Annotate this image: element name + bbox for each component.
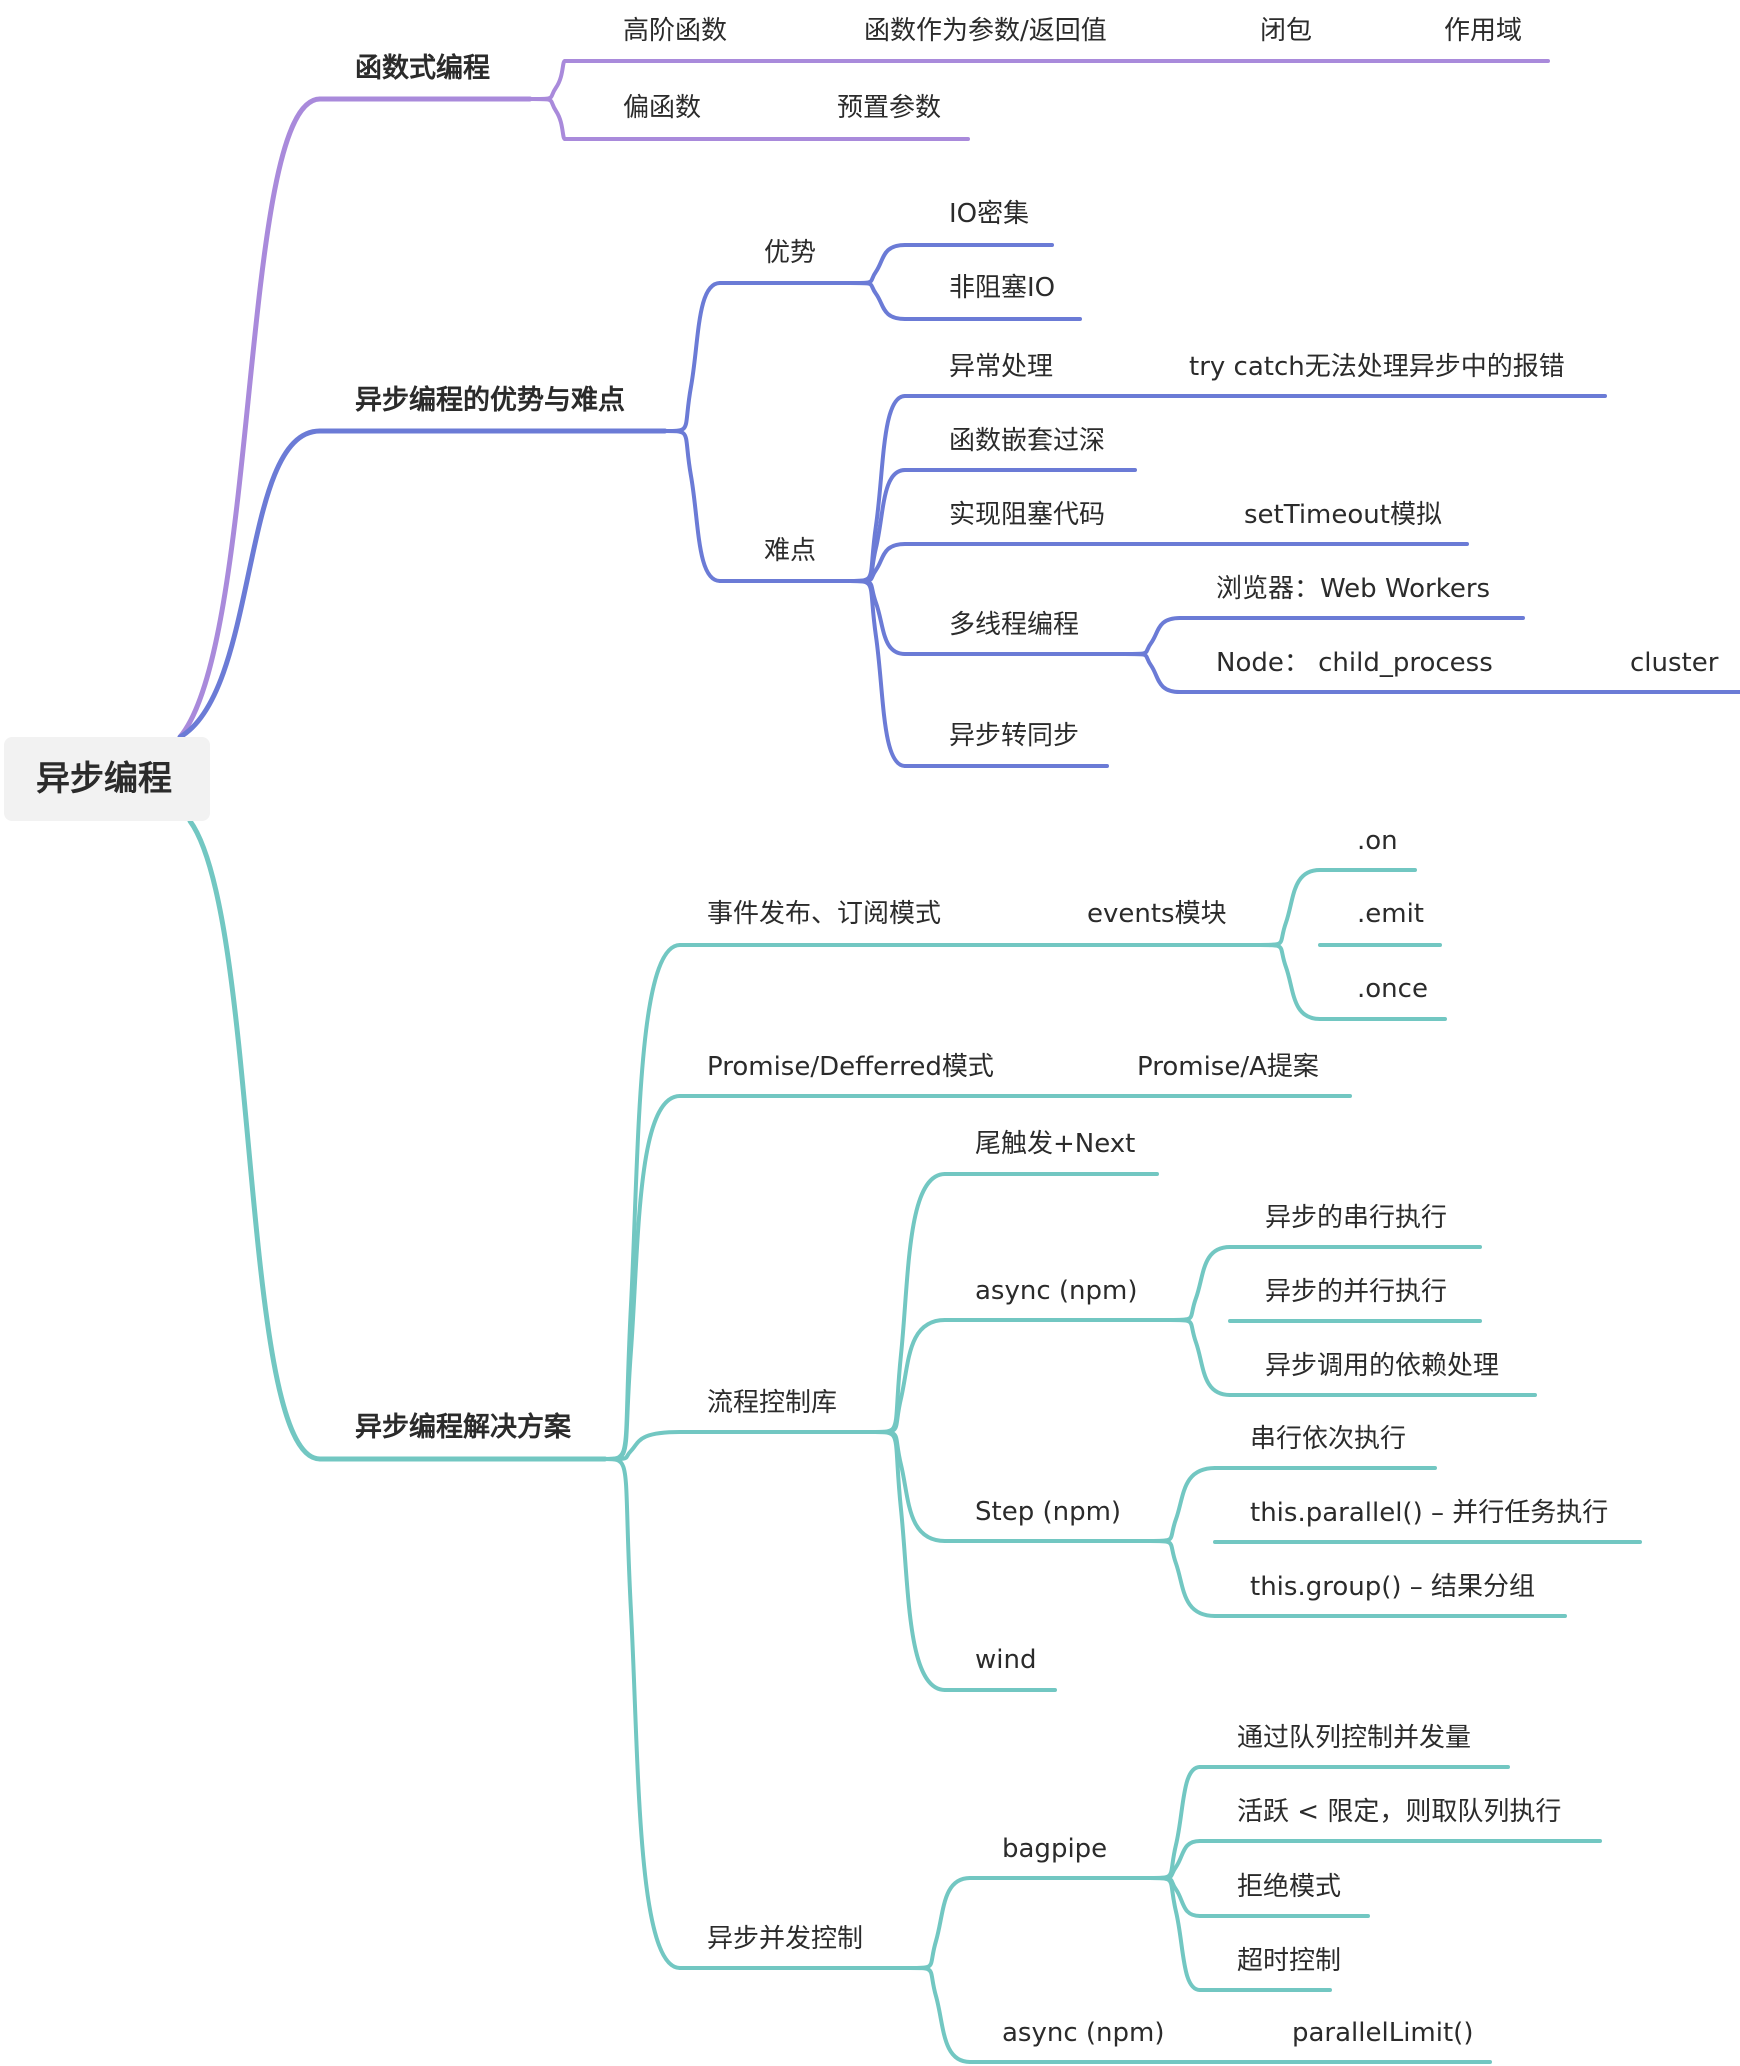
node-b2-2-0[interactable]: 尾触发+Next (975, 1129, 1136, 1159)
node-b1-1-2[interactable]: 实现阻塞代码 (949, 500, 1106, 530)
node-b0-0-0-0[interactable]: 闭包 (1260, 16, 1313, 46)
connector-b2-2-0 (873, 1172, 947, 1434)
node-b2-3-0-1[interactable]: 活跃 < 限定，则取队列执行 (1237, 1797, 1562, 1827)
node-b2-3-1-0[interactable]: parallelLimit() (1292, 2018, 1474, 2048)
node-b0-1-0[interactable]: 预置参数 (837, 93, 942, 123)
root-node[interactable] (4, 737, 210, 821)
connector-b2-2-1 (873, 1318, 947, 1434)
connector-root-branch-2 (187, 818, 323, 1462)
node-b2-3[interactable]: 异步并发控制 (707, 1924, 864, 1954)
connector-b2-2-2-2 (1148, 1539, 1217, 1618)
connector-b2-0 (603, 943, 682, 1461)
connector-b1-0-1 (848, 281, 907, 321)
node-b2-0-0-1[interactable]: .emit (1357, 899, 1425, 929)
connector-b1-1-3-1 (1123, 652, 1182, 694)
connector-b2-3-0 (908, 1876, 972, 1970)
connector-b1-1 (663, 429, 722, 583)
connector-b2-2-3 (873, 1430, 947, 1692)
node-b2[interactable]: 异步编程解决方案 (355, 1412, 571, 1443)
node-b1-1-3[interactable]: 多线程编程 (949, 610, 1080, 640)
connector-b2-0-0-0 (1258, 868, 1322, 947)
node-b2-2-1-1[interactable]: 异步的并行执行 (1265, 1277, 1448, 1307)
connector-b2-1 (603, 1094, 682, 1461)
node-b2-2-1-0[interactable]: 异步的串行执行 (1265, 1203, 1448, 1233)
connector-root-branch-0 (177, 96, 323, 740)
node-b2-0[interactable]: 事件发布、订阅模式 (707, 899, 942, 929)
node-b2-2-3[interactable]: wind (975, 1645, 1037, 1675)
node-b1-1[interactable]: 难点 (764, 536, 817, 566)
node-b1-1-0-0[interactable]: try catch无法处理异步中的报错 (1189, 352, 1565, 382)
node-b2-3-0-2[interactable]: 拒绝模式 (1237, 1872, 1342, 1902)
node-b0-0[interactable]: 高阶函数 (623, 16, 728, 46)
node-b1-0-1[interactable]: 非阻塞IO (949, 273, 1056, 303)
connector-b1-1-3-0 (1123, 616, 1182, 656)
node-b2-3-1[interactable]: async (npm) (1002, 2018, 1165, 2048)
node-b0-0-0-0-0[interactable]: 作用域 (1444, 16, 1523, 46)
node-b0-0-0[interactable]: 函数作为参数/返回值 (864, 16, 1107, 46)
connector-b2-3-1 (908, 1966, 972, 2064)
node-b2-1-0[interactable]: Promise/A提案 (1137, 1052, 1319, 1082)
connector-b1-0 (663, 281, 722, 433)
node-b0-1[interactable]: 偏函数 (623, 93, 702, 123)
connector-b0-0 (528, 59, 567, 101)
node-b1-1-0[interactable]: 异常处理 (949, 352, 1054, 382)
node-b2-2-2-1[interactable]: this.parallel() – 并行任务执行 (1250, 1498, 1609, 1528)
node-b2-2[interactable]: 流程控制库 (707, 1388, 838, 1418)
node-b1-0[interactable]: 优势 (764, 238, 817, 268)
node-b2-0-0-0[interactable]: .on (1357, 826, 1398, 856)
node-b1-1-2-0[interactable]: setTimeout模拟 (1244, 500, 1442, 530)
node-b1-1-3-0[interactable]: 浏览器：Web Workers (1216, 574, 1491, 604)
node-b2-3-0-3[interactable]: 超时控制 (1237, 1946, 1342, 1976)
node-b1-1-3-1[interactable]: Node： child_process (1216, 648, 1493, 678)
connector-b2-3 (603, 1457, 682, 1970)
root-label: 异步编程 (36, 759, 172, 799)
connector-b1-1-0 (848, 394, 907, 583)
connector-b0-1 (528, 97, 567, 141)
node-b2-2-2[interactable]: Step (npm) (975, 1497, 1122, 1527)
connector-b2-3-0-0 (1148, 1765, 1202, 1880)
node-b2-2-1[interactable]: async (npm) (975, 1276, 1138, 1306)
connector-b2-2-1-2 (1168, 1318, 1232, 1397)
node-b1[interactable]: 异步编程的优势与难点 (355, 385, 625, 416)
node-b1-0-0[interactable]: IO密集 (949, 199, 1030, 229)
node-b2-2-2-0[interactable]: 串行依次执行 (1250, 1424, 1407, 1454)
connector-b2-2-2 (873, 1430, 947, 1543)
node-b2-1[interactable]: Promise/Defferred模式 (707, 1052, 994, 1082)
node-b2-2-1-2[interactable]: 异步调用的依赖处理 (1265, 1351, 1500, 1381)
connector-b2-0-0-2 (1258, 943, 1322, 1021)
connector-b2-2-1-0 (1168, 1245, 1232, 1322)
node-b2-0-0[interactable]: events模块 (1087, 899, 1227, 929)
connector-b2-3-0-3 (1148, 1876, 1202, 1992)
node-b1-1-4[interactable]: 异步转同步 (949, 721, 1080, 751)
connector-b2-2 (603, 1430, 682, 1461)
node-b1-1-3-1-0[interactable]: cluster (1630, 648, 1719, 678)
node-b2-2-2-2[interactable]: this.group() – 结果分组 (1250, 1572, 1536, 1602)
node-b2-3-0[interactable]: bagpipe (1002, 1834, 1108, 1864)
connector-b2-2-2-0 (1148, 1466, 1217, 1543)
node-b1-1-1[interactable]: 函数嵌套过深 (949, 426, 1106, 456)
node-b2-3-0-0[interactable]: 通过队列控制并发量 (1237, 1723, 1472, 1753)
connector-root-branch-1 (177, 428, 323, 740)
connector-b1-1-4 (848, 579, 907, 768)
connector-b1-0-0 (848, 243, 907, 285)
node-b0[interactable]: 函数式编程 (355, 53, 490, 84)
node-b2-0-0-2[interactable]: .once (1357, 974, 1428, 1004)
